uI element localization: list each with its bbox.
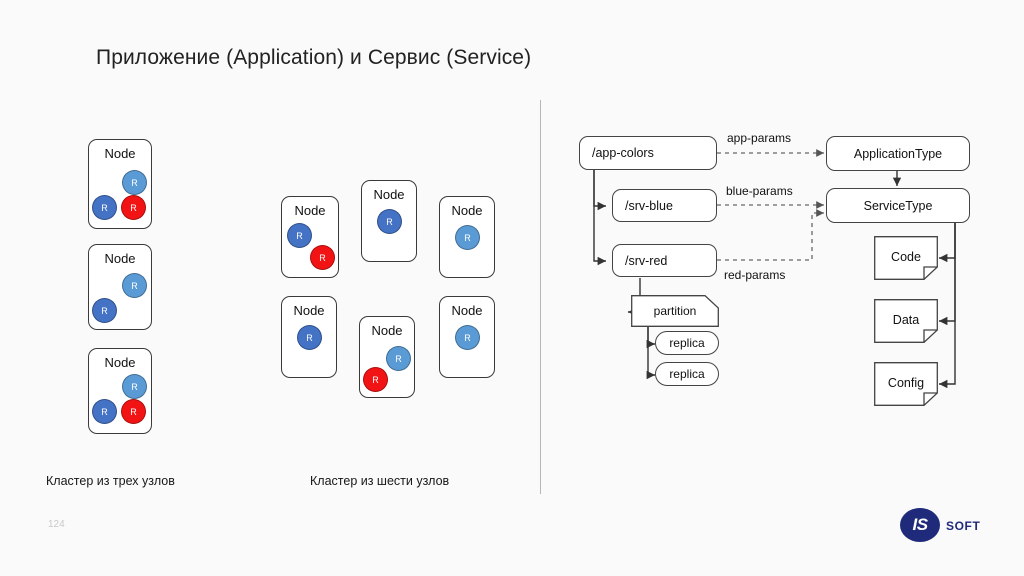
replica-circle[interactable]: R [122,170,147,195]
document-shape [874,362,938,406]
node-partition[interactable]: partition [631,295,719,327]
page-title: Приложение (Application) и Сервис (Servi… [96,46,532,69]
node-box[interactable]: Node R R R [88,348,152,434]
replica-circle[interactable]: R [92,399,117,424]
node-replica[interactable]: replica [655,362,719,386]
node-box[interactable]: Node R [439,196,495,278]
logo-mark-icon: IS [900,508,940,542]
node-application-type[interactable]: ApplicationType [826,136,970,171]
node-app-colors[interactable]: /app-colors [579,136,717,170]
replica-circle[interactable]: R [122,374,147,399]
doc-code-label: Code [891,249,921,264]
node-box[interactable]: Node R R R [88,139,152,229]
node-label: Node [293,303,325,318]
document-shape [874,236,938,280]
node-srv-red-label: /srv-red [625,253,668,268]
replica-label: R [319,252,326,263]
page-number: 124 [48,519,65,530]
replica-label: R [101,305,108,316]
replica-label: R [464,232,471,243]
edge-label-app-params: app-params [727,131,792,145]
doc-data[interactable]: Data [874,299,938,343]
replica-label: R [464,332,471,343]
partition-shape [631,295,719,327]
replica-circle[interactable]: R [377,209,402,234]
node-box[interactable]: Node R [281,296,337,378]
node-application-type-label: ApplicationType [853,146,943,161]
node-replica-label: replica [669,367,705,381]
edge-label-red-params: red-params [724,268,786,282]
document-shape [874,299,938,343]
replica-circle[interactable]: R [455,325,480,350]
node-srv-blue[interactable]: /srv-blue [612,189,717,222]
node-label: Node [294,203,326,218]
replica-label: R [130,202,137,213]
logo-wordmark: SOFT [946,519,981,533]
node-srv-blue-label: /srv-blue [625,198,673,213]
replica-label: R [296,230,303,241]
node-srv-red[interactable]: /srv-red [612,244,717,277]
node-box[interactable]: Node R [361,180,417,262]
replica-label: R [131,280,138,291]
node-box[interactable]: Node R [439,296,495,378]
node-label: Node [104,146,136,161]
replica-circle[interactable]: R [92,195,117,220]
replica-circle[interactable]: R [121,195,146,220]
replica-label: R [306,332,313,343]
doc-config-label: Config [887,375,925,390]
node-label: Node [451,303,483,318]
node-label: Node [104,355,136,370]
node-box[interactable]: Node R R [281,196,339,278]
node-partition-label: partition [653,304,697,318]
node-label: Node [371,323,403,338]
doc-config[interactable]: Config [874,362,938,406]
replica-label: R [130,406,137,417]
replica-label: R [395,353,402,364]
node-label: Node [104,251,136,266]
section-divider [540,100,541,494]
node-replica-label: replica [669,336,705,350]
node-label: Node [451,203,483,218]
replica-label: R [131,381,138,392]
doc-data-label: Data [892,312,920,327]
edge-label-blue-params: blue-params [726,184,793,198]
cluster-caption: Кластер из трех узлов [46,474,175,488]
node-app-colors-label: /app-colors [592,146,654,160]
node-label: Node [373,187,405,202]
logo: IS SOFT [900,508,990,546]
replica-circle[interactable]: R [363,367,388,392]
replica-circle[interactable]: R [386,346,411,371]
node-box[interactable]: Node R R [359,316,415,398]
replica-circle[interactable]: R [297,325,322,350]
node-replica[interactable]: replica [655,331,719,355]
logo-mark-text: IS [912,515,928,534]
replica-circle[interactable]: R [121,399,146,424]
replica-circle[interactable]: R [287,223,312,248]
replica-label: R [386,216,393,227]
replica-circle[interactable]: R [310,245,335,270]
cluster-caption: Кластер из шести узлов [310,474,450,488]
node-service-type[interactable]: ServiceType [826,188,970,223]
replica-circle[interactable]: R [455,225,480,250]
replica-label: R [131,177,138,188]
doc-code[interactable]: Code [874,236,938,280]
replica-label: R [372,374,379,385]
replica-circle[interactable]: R [92,298,117,323]
node-service-type-label: ServiceType [863,198,933,213]
replica-circle[interactable]: R [122,273,147,298]
replica-label: R [101,406,108,417]
replica-label: R [101,202,108,213]
node-box[interactable]: Node R R [88,244,152,330]
